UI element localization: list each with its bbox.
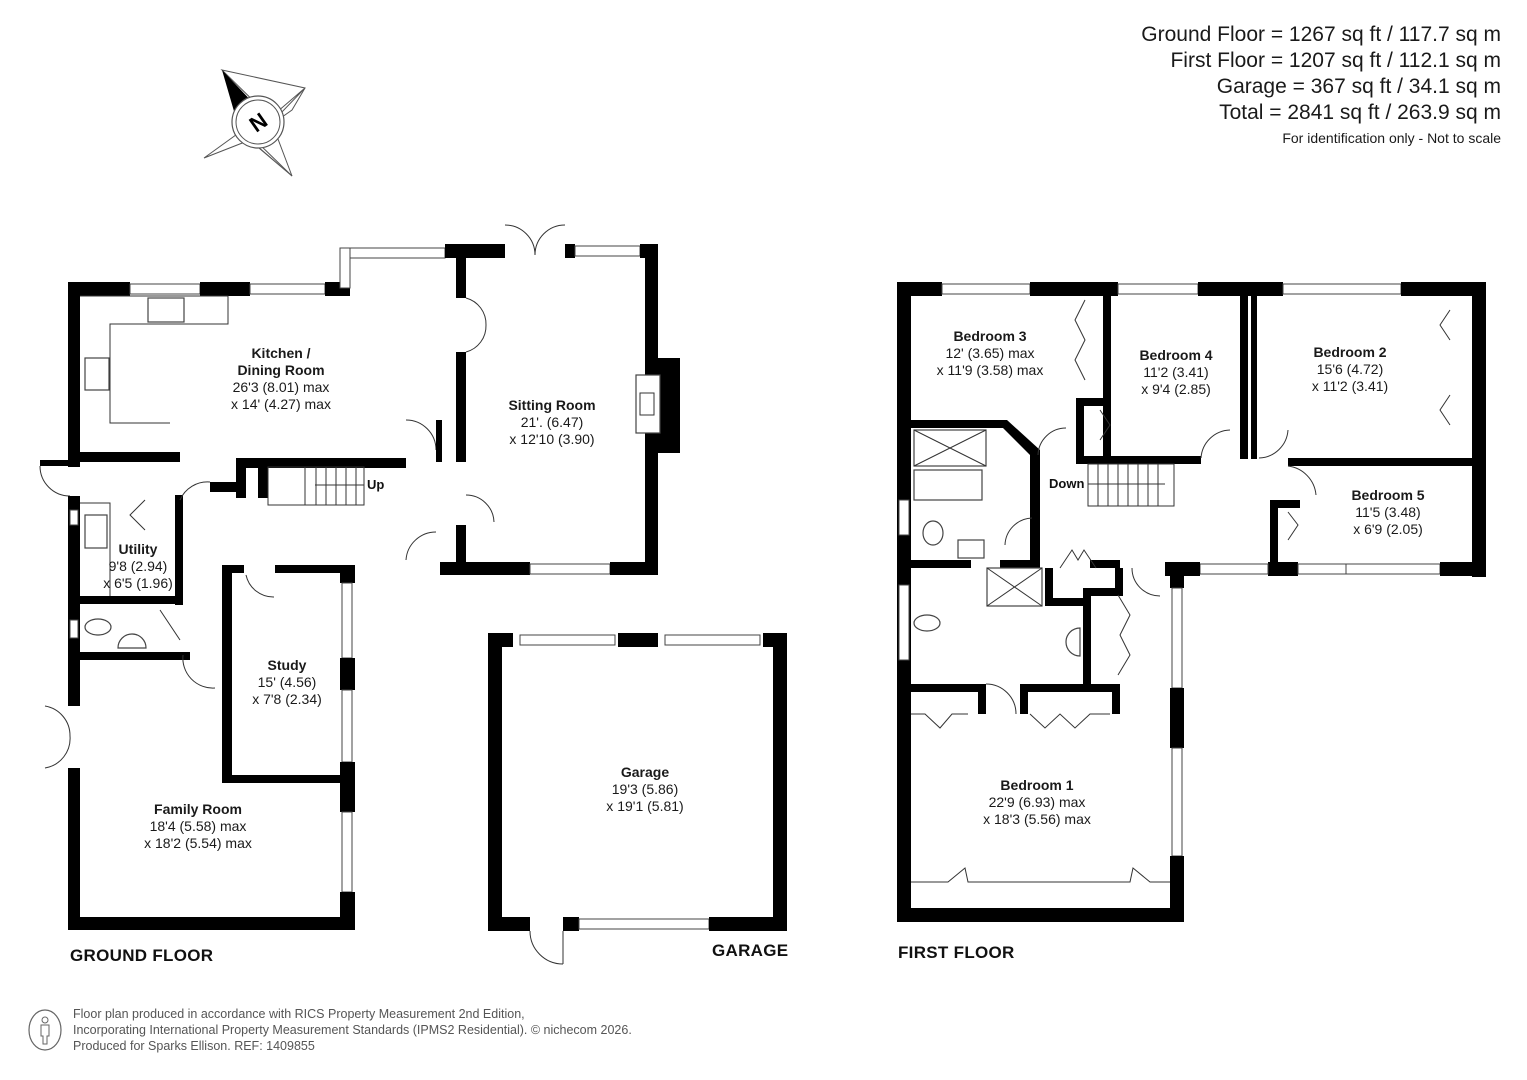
area-garage: Garage = 367 sq ft / 34.1 sq m bbox=[1216, 75, 1501, 98]
area-total: Total = 2841 sq ft / 263.9 sq m bbox=[1219, 101, 1501, 124]
room-bedroom-2: Bedroom 2 15'6 (4.72) x 11'2 (3.41) bbox=[1311, 344, 1389, 394]
garage-plan bbox=[488, 633, 787, 965]
room-bedroom-4: Bedroom 4 11'2 (3.41) x 9'4 (2.85) bbox=[1139, 347, 1213, 397]
room-kitchen-dining: Kitchen / Dining Room 26'3 (8.01) max x … bbox=[231, 345, 331, 412]
garage-label: GARAGE bbox=[712, 941, 789, 960]
room-bedroom-1: Bedroom 1 22'9 (6.93) max x 18'3 (5.56) … bbox=[983, 777, 1091, 827]
footer-line-2: Incorporating International Property Mea… bbox=[73, 1023, 632, 1037]
first-floor-plan bbox=[897, 282, 1486, 922]
footer-line-3: Produced for Sparks Ellison. REF: 140985… bbox=[73, 1039, 315, 1053]
room-study: Study 15' (4.56) x 7'8 (2.34) bbox=[252, 657, 322, 707]
area-ground-floor: Ground Floor = 1267 sq ft / 117.7 sq m bbox=[1141, 23, 1501, 46]
ground-floor-plan bbox=[39, 224, 680, 930]
area-summary: Ground Floor = 1267 sq ft / 117.7 sq m F… bbox=[1141, 22, 1501, 150]
scale-note: For identification only - Not to scale bbox=[1282, 130, 1501, 146]
footer-notes: Floor plan produced in accordance with R… bbox=[73, 1006, 632, 1054]
stairs-up-label: Up bbox=[367, 477, 385, 492]
person-measure-icon bbox=[28, 1009, 62, 1051]
stairs-down bbox=[1087, 463, 1175, 507]
room-family-room: Family Room 18'4 (5.58) max x 18'2 (5.54… bbox=[144, 801, 252, 851]
room-bedroom-5: Bedroom 5 11'5 (3.48) x 6'9 (2.05) bbox=[1351, 487, 1425, 537]
stairs-down-label: Down bbox=[1049, 476, 1085, 491]
room-bedroom-3: Bedroom 3 12' (3.65) max x 11'9 (3.58) m… bbox=[936, 328, 1044, 378]
area-first-floor: First Floor = 1207 sq ft / 112.1 sq m bbox=[1170, 49, 1501, 72]
compass-north-icon: N bbox=[203, 69, 306, 177]
stairs-up bbox=[267, 466, 365, 506]
ground-floor-label: GROUND FLOOR bbox=[70, 946, 214, 965]
footer-line-1: Floor plan produced in accordance with R… bbox=[73, 1007, 525, 1021]
room-garage: Garage 19'3 (5.86) x 19'1 (5.81) bbox=[606, 764, 684, 814]
room-sitting-room: Sitting Room 21'. (6.47) x 12'10 (3.90) bbox=[508, 397, 596, 447]
first-floor-label: FIRST FLOOR bbox=[898, 943, 1015, 962]
room-utility: Utility 9'8 (2.94) x 6'5 (1.96) bbox=[103, 541, 173, 591]
